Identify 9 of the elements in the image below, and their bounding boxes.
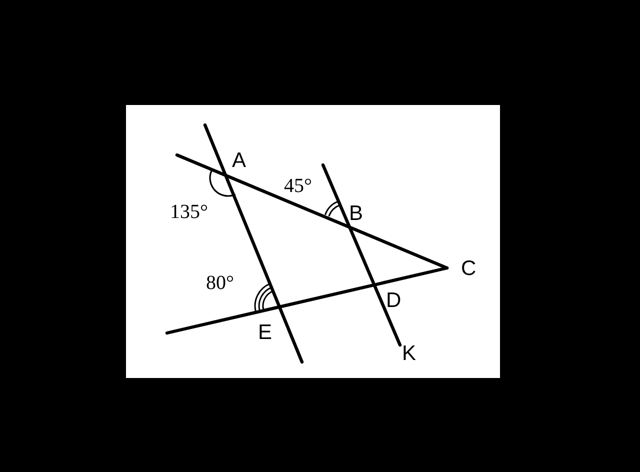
point-label: E <box>258 322 272 343</box>
angle-label: 135° <box>170 202 208 222</box>
point-label: A <box>232 150 246 171</box>
point-label: B <box>349 203 364 224</box>
point-label: C <box>461 258 476 279</box>
point-label: K <box>402 343 416 364</box>
angle-label: 80° <box>206 273 234 293</box>
angle-label: 45° <box>284 176 312 196</box>
point-label: D <box>386 290 402 311</box>
